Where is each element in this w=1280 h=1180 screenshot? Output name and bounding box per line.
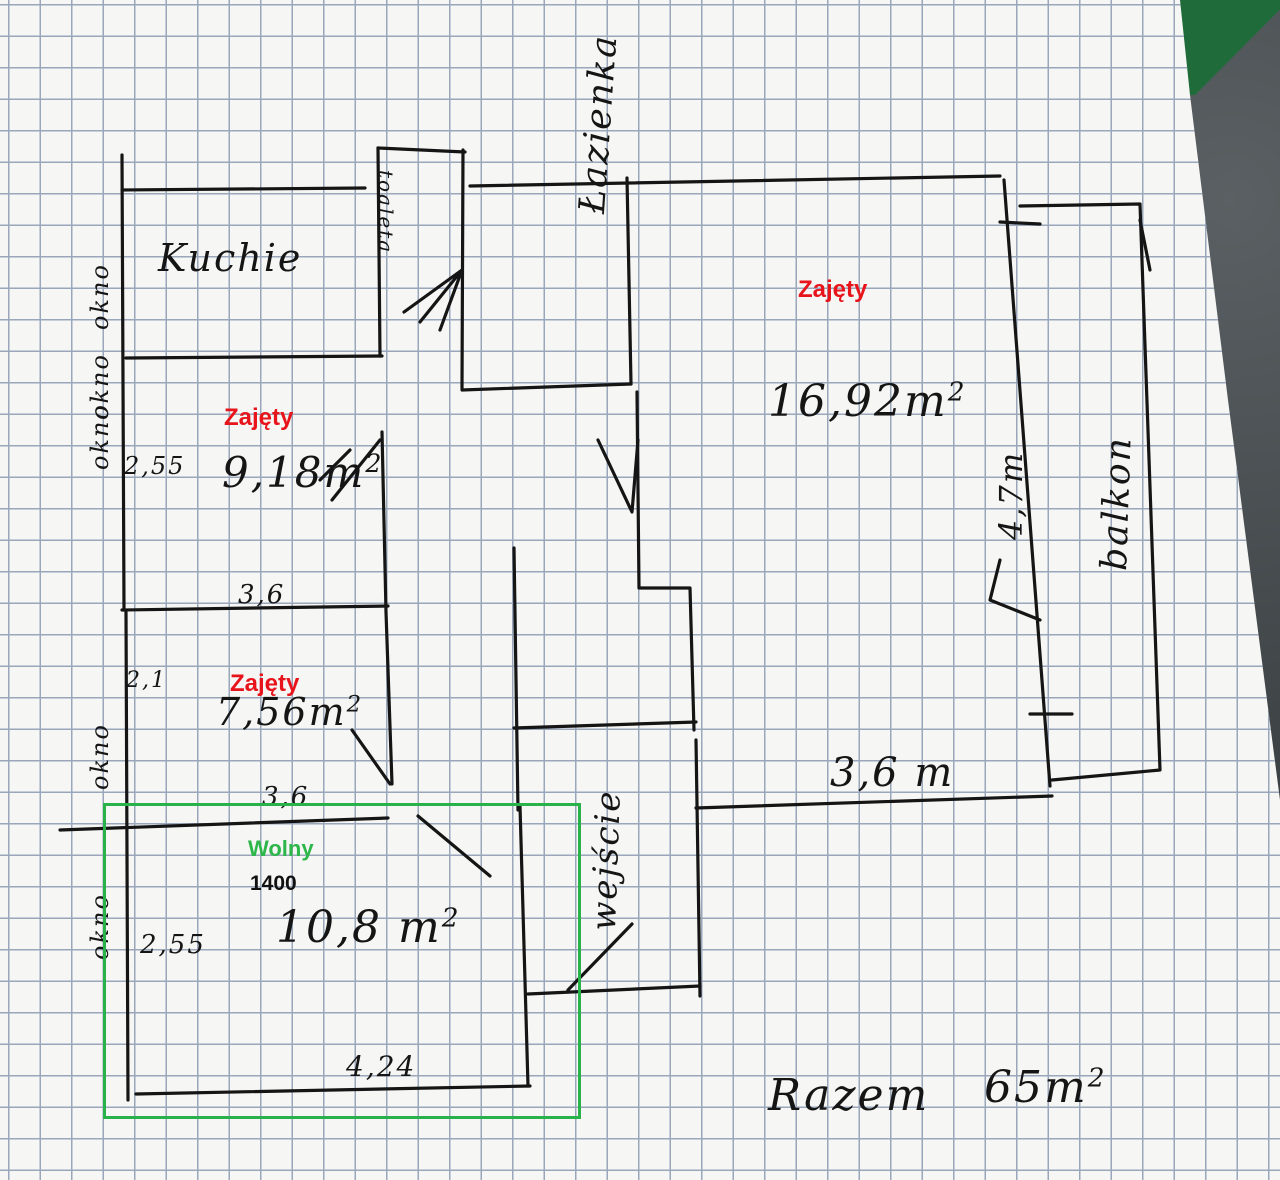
free-room-height: 2,55 [140,930,206,960]
door-toilet [402,268,464,332]
window-label-3: okno [86,353,114,420]
window-label-1: okno [86,263,114,330]
room-large-left-lower [694,738,702,998]
kitchen-width: 3,6 [238,580,286,610]
door-room-small [350,728,392,786]
room-small-height: 2,1 [126,668,167,693]
left-wall [120,153,126,612]
entrance-label: wejście [584,788,629,932]
balcony-wall [1002,178,1052,788]
bathroom-bottom [460,382,633,392]
free-room-right [518,804,530,1088]
balcony-outer [1018,202,1162,782]
corridor-left [512,546,520,812]
step-wall [635,390,696,732]
free-room-area: 10,8 m2 [276,902,461,953]
total-value: 65m2 [984,1062,1107,1113]
door-free-room [416,814,492,878]
door-room-large [596,438,640,514]
window-label-4: okno [86,723,114,790]
kitchen-height: 2,55 [124,452,186,480]
room-large-length: 4,7m [992,450,1030,540]
bathroom-right [625,176,633,386]
entrance-line [526,984,702,996]
room2-right-wall [384,610,394,786]
corridor-wall [58,816,390,832]
room-large-bottom [694,794,1054,810]
room1-right-wall [380,430,388,614]
corridor-mid [512,720,698,730]
room-small-status: Zajęty [230,670,300,697]
room-large-width: 3,6 m [830,750,955,796]
kitchen-area: 9,18m2 [222,448,384,497]
room-large-area: 16,92m2 [768,376,967,427]
balcony-label: balkon [1094,435,1140,572]
room-large-status: Zajęty [798,276,868,303]
toilet-top [376,146,467,154]
door-kitchen [318,438,382,502]
total-label: Razem [768,1070,930,1121]
free-room-width: 4,24 [346,1050,417,1083]
kitchen-label: Kuchie [158,236,303,280]
free-room-price: 1400 [250,872,297,895]
toilet-label: toaleta [374,170,398,255]
free-room-status: Wolny [248,836,314,861]
left-wall-lower [124,610,130,1102]
dim-balkon [1138,218,1152,272]
dim-47 [988,220,1074,716]
room-small-area: 7,56m2 [216,690,364,734]
free-room-bottom [134,1084,532,1096]
room-small-width: 3,6 [262,782,310,812]
toilet-wall [376,146,382,358]
kitchen-bottom-wall [124,354,384,360]
kitchen-status: Zajęty [224,404,294,431]
top-wall-right [468,174,1002,188]
room1-bottom [120,604,390,612]
free-room-highlight [103,803,581,1119]
top-wall-left [120,186,367,192]
